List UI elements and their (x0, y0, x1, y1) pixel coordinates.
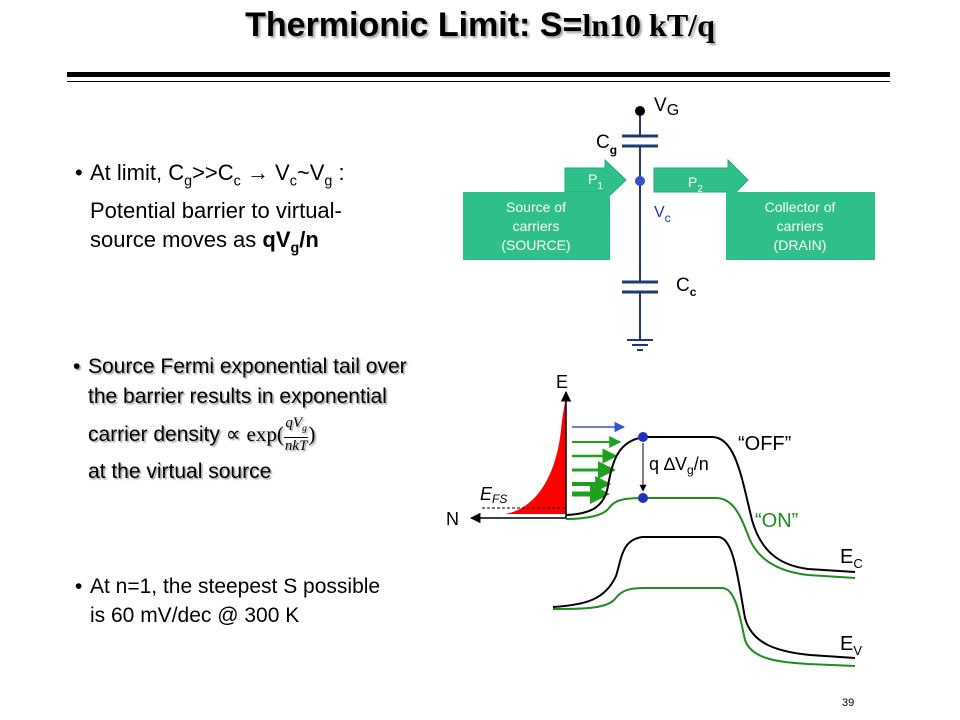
source-box-line2: carriers (513, 218, 560, 234)
vc-label: Vc (654, 204, 671, 225)
bullet-line: Source Fermi exponential tail over (88, 355, 407, 378)
bullet-line: at the virtual source (88, 460, 272, 483)
ec-on-curve (565, 497, 856, 579)
source-box-line3: (SOURCE) (501, 237, 570, 253)
bullet-dot: • (73, 355, 81, 378)
ec-off-curve (565, 436, 856, 573)
on-label: “ON” (755, 510, 798, 532)
qdv-label: q ∆Vg/n (649, 454, 709, 477)
p2-arrow (653, 158, 749, 202)
ec-label: EC (840, 546, 863, 571)
source-box-line1: Source of (506, 199, 566, 215)
virtual-source-node (635, 176, 645, 186)
bullet-dot: • (75, 575, 83, 598)
p2-label: P2 (688, 174, 703, 195)
bullet-line: is 60 mV/dec @ 300 K (90, 604, 300, 627)
source-box (463, 192, 610, 260)
bullet-line: At limit, Cg>>Cc → Vc~Vg : (90, 160, 345, 190)
cg-label: Cg (596, 132, 617, 157)
bullet-line: Potential barrier to virtual- (90, 198, 342, 224)
bullet-line: source moves as qVg/n (90, 227, 319, 257)
cc-label: Cc (676, 275, 697, 299)
off-label: “OFF” (738, 433, 791, 455)
circuit-diagram (463, 106, 875, 351)
bullet-fermi-tail: • Source Fermi exponential tail over the… (73, 352, 407, 487)
e-axis-label: E (556, 372, 568, 392)
drain-box (726, 192, 875, 260)
n-axis-label: N (446, 509, 459, 529)
fermi-tail (505, 395, 566, 514)
efs-label: EFS (480, 484, 507, 506)
ev-label: EV (840, 633, 862, 658)
vg-label: VG (654, 95, 679, 119)
gate-terminal-dot (635, 106, 645, 116)
title-rule-thin (67, 81, 890, 82)
drain-box-line1: Collector of (765, 199, 836, 215)
title-rule-thick (67, 72, 890, 77)
ev-on-curve (552, 587, 856, 667)
drain-box-line2: carriers (777, 218, 824, 234)
bullet-steepest-s: • At n=1, the steepest S possible is 60 … (75, 572, 381, 630)
bullet-line: the barrier results in exponential (88, 385, 387, 408)
bullet-line: At n=1, the steepest S possible (90, 575, 381, 598)
slide-title: Thermionic Limit: S=ln10 kT/q (245, 6, 715, 44)
on-barrier-dot (638, 493, 648, 503)
title-formula: ln10 kT/q (582, 7, 715, 43)
bullet-coupling: • At limit, Cg>>Cc → Vc~Vg : Potential b… (75, 158, 345, 264)
exp-formula: exp( (246, 422, 284, 446)
drain-box-line3: (DRAIN) (774, 237, 827, 253)
band-diagram (469, 390, 856, 667)
bullet-dot: • (75, 160, 83, 185)
page-number: 39 (842, 697, 855, 709)
ev-off-curve (552, 536, 856, 659)
p1-label: P1 (588, 171, 603, 192)
off-barrier-dot (638, 432, 648, 442)
